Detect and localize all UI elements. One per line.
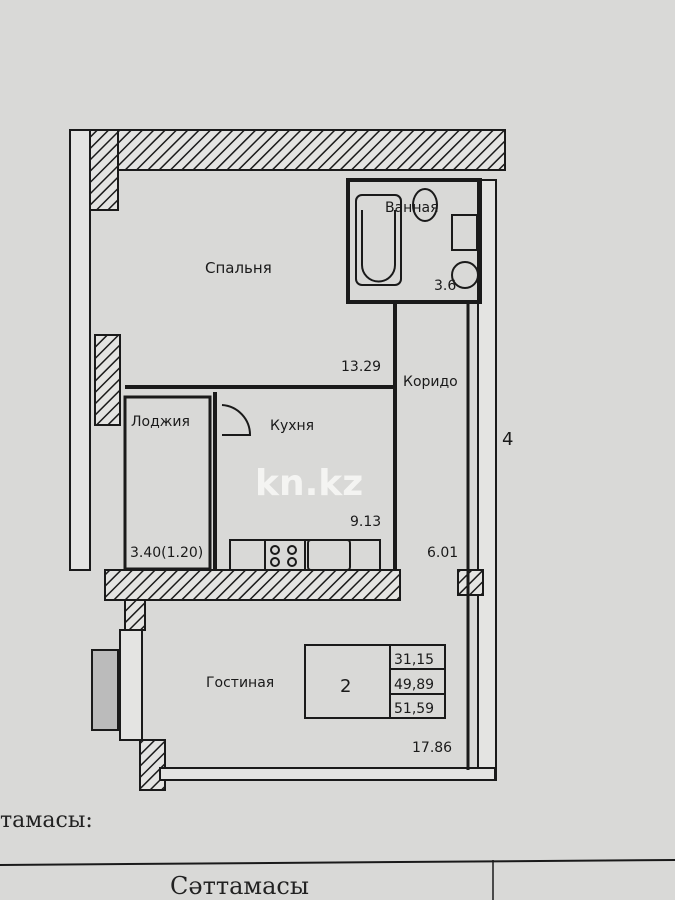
burner-icon — [270, 557, 280, 567]
loggia-name: Лоджия — [131, 414, 190, 430]
counter-icon — [229, 539, 381, 571]
kitchen-sink-icon — [307, 539, 351, 571]
total-area-with-loggia: 51,59 — [394, 701, 434, 717]
living-area: 17.86 — [412, 740, 452, 756]
radiator — [91, 649, 119, 731]
middle-wall — [104, 569, 401, 601]
living-left-wall-lower — [139, 739, 166, 791]
stove-icon — [264, 539, 306, 571]
document-caption: тамасы: — [0, 808, 93, 833]
bathtub-inner-icon — [361, 210, 396, 283]
side-mark: 4 — [502, 429, 513, 450]
corridor-area: 6.01 — [427, 545, 458, 561]
burner-icon — [287, 557, 297, 567]
loggia-area: 3.40(1.20) — [130, 545, 203, 561]
right-wall-column — [457, 569, 484, 596]
left-wall-mid — [94, 334, 121, 426]
bottom-wall — [159, 767, 496, 781]
toilet-icon — [412, 188, 438, 222]
bathtub-icon — [355, 194, 402, 286]
living-name: Гостиная — [206, 675, 274, 691]
bathroom-name: Ванная — [385, 200, 439, 216]
table-header: Сәттамасы — [170, 872, 309, 900]
partitions — [123, 178, 482, 770]
loggia-walls — [123, 395, 212, 571]
burner-icon — [287, 545, 297, 555]
bathroom-area: 3.6 — [434, 278, 456, 294]
fixtures — [229, 188, 479, 571]
left-wall-upper — [87, 129, 119, 211]
bedroom-area: 13.29 — [341, 359, 381, 375]
kitchen-name: Кухня — [270, 418, 314, 434]
top-wall — [87, 129, 506, 171]
table-top-line — [0, 859, 675, 866]
living-left-wall — [124, 599, 146, 631]
burner-icon — [270, 545, 280, 555]
washbasin-icon — [451, 261, 479, 289]
watermark: kn.kz — [255, 463, 363, 504]
kitchen-area: 9.13 — [350, 514, 381, 530]
corridor-name: Коридо — [403, 374, 458, 390]
summary-box — [304, 644, 446, 719]
sink-icon — [451, 214, 478, 251]
door-swing — [221, 404, 252, 436]
left-window-lower — [119, 629, 143, 741]
bedroom-name: Спальня — [205, 259, 272, 277]
bathroom-walls — [346, 178, 482, 304]
left-window-strip — [69, 129, 91, 571]
living-area-total: 31,15 — [394, 652, 434, 668]
rooms-count: 2 — [340, 676, 351, 697]
total-area: 49,89 — [394, 677, 434, 693]
walls — [69, 129, 506, 791]
